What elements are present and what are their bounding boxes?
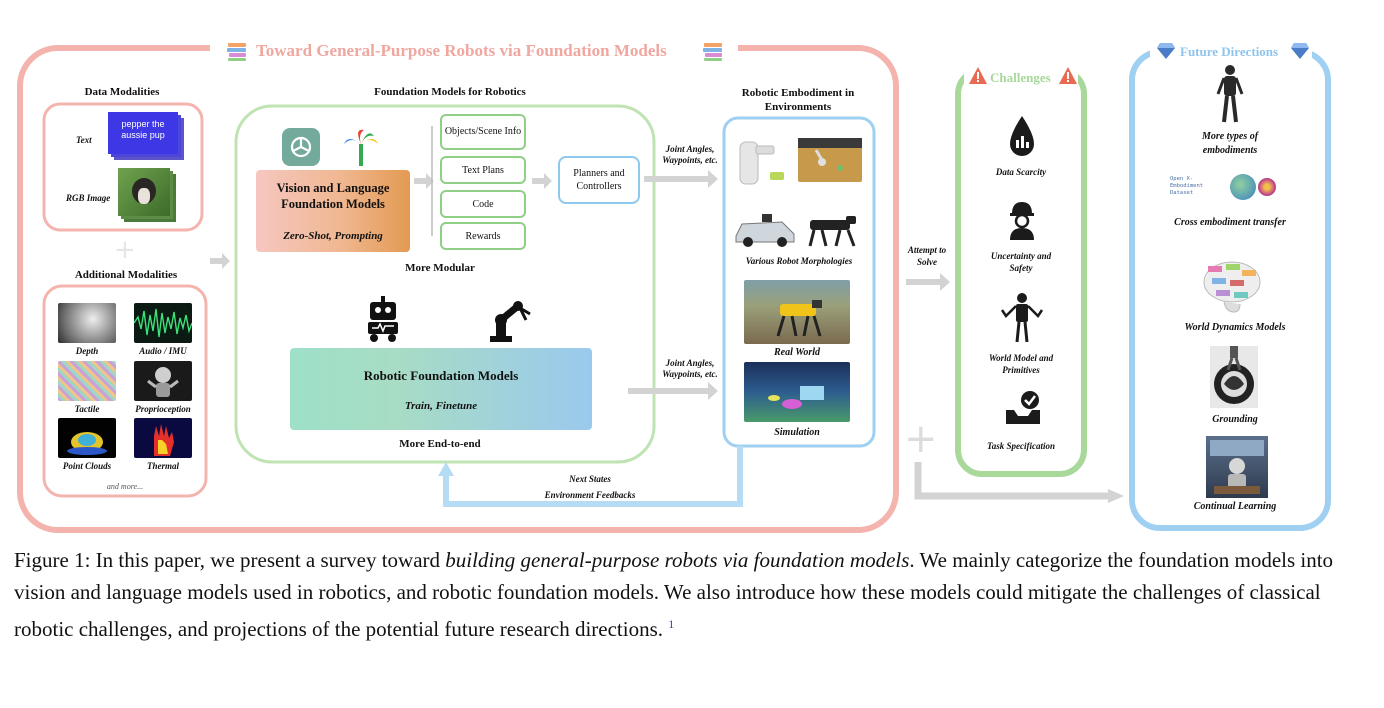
warning-icon-left [968,66,988,86]
joint-angles-bottom-label: Joint Angles, Waypoints, etc. [662,358,718,379]
continual-learning-image [1206,436,1268,498]
humanoid-embodiment-icon [1214,64,1246,124]
env-feedback-label: Environment Feedbacks [544,490,636,500]
caption-prefix: Figure 1: In this paper, we present a su… [14,548,446,572]
output-code-label: Code [472,198,494,210]
svg-text:+: + [114,235,136,265]
oxe-text: Open X-Embodiment Dataset [1170,176,1204,196]
modality-pointclouds: Point Clouds [62,461,112,471]
output-code: Code [440,190,526,218]
output-rewards-label: Rewards [465,230,501,242]
future-title: Future Directions [1180,44,1279,59]
task-check-icon [1004,390,1042,428]
dog-image-stack [118,168,176,222]
text-card-stack: pepper the aussie pup [108,112,184,160]
challenge-uncertainty: Uncertainty and Safety [990,251,1052,273]
tactile-image [58,361,116,401]
pointcloud-image [58,418,116,458]
rgb-modality-label: RGB Image [66,193,111,203]
attempt-to-solve-label: Attempt to Solve [907,245,947,267]
planners-label: Planners and Controllers [573,168,625,192]
future-more-embodiments: More types of embodiments [1201,131,1259,156]
future-title-bg [1150,40,1312,66]
main-title-bar [210,38,738,64]
oxe-logo: Open X-Embodiment Dataset [1170,172,1288,202]
proprioception-image [134,361,192,401]
robot-icon [364,296,402,342]
books-icon-right [702,40,724,62]
palm-logo-icon [340,126,382,168]
world-model-image [1200,256,1264,314]
data-modalities-title: Data Modalities [84,86,160,98]
additional-modalities-title: Additional Modalities [74,269,178,281]
output-text-plans: Text Plans [440,156,526,184]
data-drop-icon [1006,114,1038,158]
rfm-box [290,348,592,430]
future-world-dynamics: World Dynamics Models [1184,322,1286,333]
quadruped-black-image [800,206,862,250]
gripper-robot-image [732,134,790,190]
vlm-title: Vision and Language Foundation Models [276,181,390,211]
output-objects: Objects/Scene Info [440,114,526,150]
modality-depth: Depth [75,346,99,356]
more-e2e-label: More End-to-end [399,438,481,450]
future-grounding: Grounding [1212,414,1258,425]
diamond-icon-right [1290,42,1310,60]
audio-image [134,303,192,343]
safety-worker-icon [1006,200,1038,240]
warning-icon-right [1058,66,1078,86]
figure-frames: + + [17,45,1331,533]
planners-box: Planners and Controllers [558,156,640,204]
depth-image [58,303,116,343]
challenges-title: Challenges [990,70,1051,85]
modality-thermal: Thermal [146,461,179,471]
caption-emphasis: building general-purpose robots via foun… [445,548,910,572]
future-cross-embodiment: Cross embodiment transfer [1174,217,1286,228]
autonomous-car-image [732,206,798,250]
rfm-title: Robotic Foundation Models [363,368,519,383]
modality-audio: Audio / IMU [139,346,187,356]
figure-caption: Figure 1: In this paper, we present a su… [14,544,1370,645]
humanoid-primitives-icon [1000,292,1044,344]
caption-suffix: . We mainly categorize the foundation mo… [14,548,1334,641]
text-modality-label: Text [76,135,92,145]
embodiment-title: Robotic Embodiment in Environments [741,87,855,113]
main-title: Toward General-Purpose Robots via Founda… [256,41,667,60]
future-continual-learning: Continual Learning [1193,501,1277,512]
vlm-box [256,170,410,252]
table-robot-image [798,138,862,182]
output-text-plans-label: Text Plans [462,164,504,176]
joint-angles-top-label: Joint Angles, Waypoints, etc. [662,144,718,165]
thermal-image [134,418,192,458]
output-rewards: Rewards [440,222,526,250]
diamond-icon-left [1156,42,1176,60]
challenge-world-model: World Model and Primitives [988,353,1054,375]
modality-tactile: Tactile [74,404,100,414]
robot-arm-icon [486,298,534,344]
next-states-label: Next States [569,474,611,484]
caption-footnote-link[interactable]: 1 [668,617,675,631]
morphologies-label: Various Robot Morphologies [745,256,853,266]
simulation-label: Simulation [774,427,820,438]
books-icon-left [226,40,248,62]
real-world-label: Real World [773,347,821,358]
foundation-models-title: Foundation Models for Robotics [374,86,526,98]
vlm-subtitle: Zero-Shot, Prompting [283,230,383,242]
openai-logo-icon [282,128,320,166]
output-objects-label: Objects/Scene Info [444,126,522,137]
rfm-subtitle: Train, Finetune [404,400,478,412]
text-card: pepper the aussie pup [108,112,178,154]
svg-text:+: + [904,416,938,462]
simulation-image [744,362,850,422]
and-more-label: and more... [106,482,144,491]
modality-proprioception: Proprioception [135,404,191,414]
more-modular-label: More Modular [405,262,475,274]
challenge-data-scarcity: Data Scarcity [995,167,1047,177]
grounding-image [1210,346,1258,408]
challenge-task-spec: Task Specification [987,441,1055,451]
real-world-image [744,280,850,344]
